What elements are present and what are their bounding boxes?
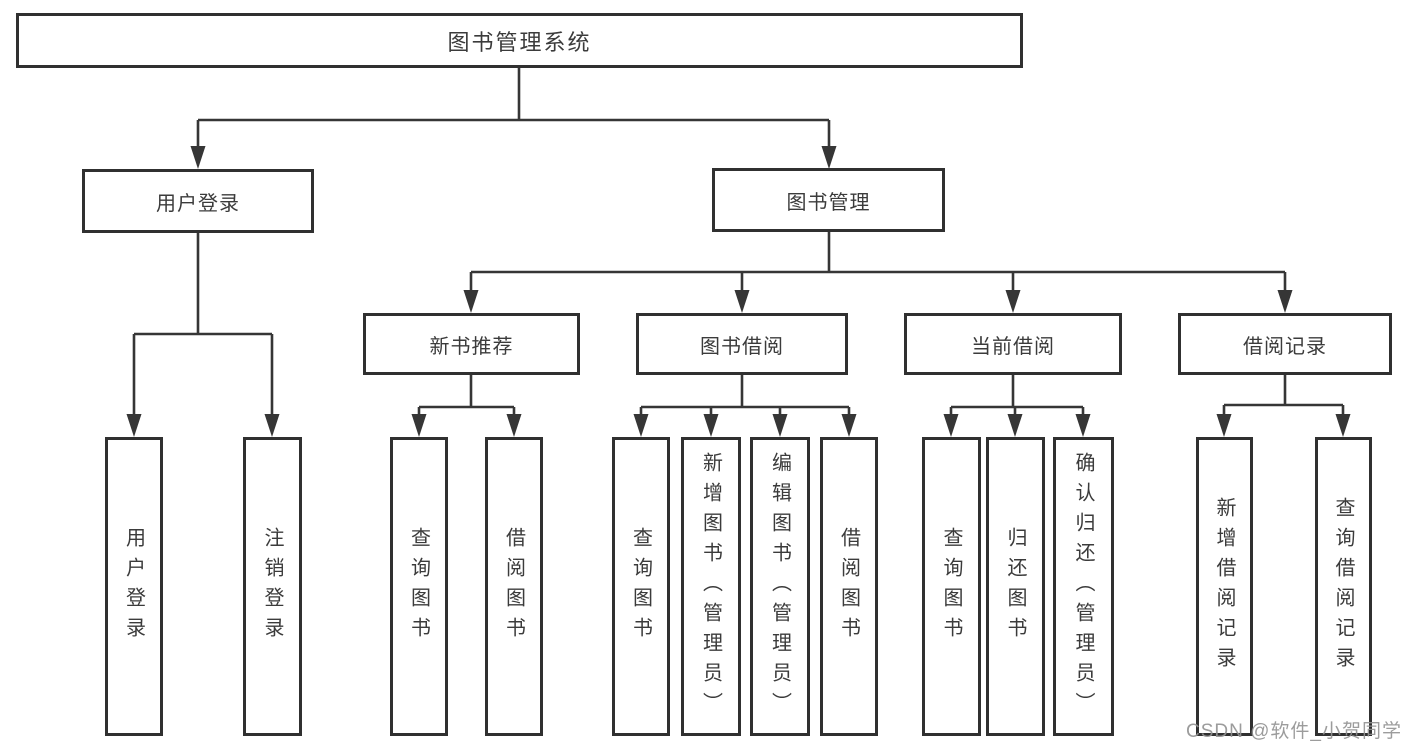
leaf-query-books-borrow: 查询图书: [612, 437, 670, 736]
leaf-edit-books-admin: 编辑图书（管理员）: [750, 437, 810, 736]
leaf-user-login: 用户登录: [105, 437, 163, 736]
leaf-borrow-books-recommend: 借阅图书: [485, 437, 543, 736]
leaf-logout: 注销登录: [243, 437, 302, 736]
leaf-label: 注销登录: [261, 526, 283, 647]
leaf-label: 确认归还（管理员）: [1072, 451, 1094, 722]
leaf-query-books-current: 查询图书: [922, 437, 981, 736]
leaf-add-borrow-record: 新增借阅记录: [1196, 437, 1253, 736]
node-user-login: 用户登录: [82, 169, 314, 233]
leaf-add-books-admin: 新增图书（管理员）: [681, 437, 741, 736]
leaf-label: 新增图书（管理员）: [699, 451, 722, 722]
leaf-label: 查询图书: [940, 526, 962, 647]
node-current-borrow: 当前借阅: [904, 313, 1122, 375]
leaf-query-books-recommend: 查询图书: [390, 437, 448, 736]
node-library-management-system: 图书管理系统: [16, 13, 1023, 68]
leaf-label: 借阅图书: [837, 526, 860, 647]
leaf-label: 查询借阅记录: [1332, 496, 1354, 677]
leaf-label: 用户登录: [122, 526, 145, 647]
leaf-borrow-books: 借阅图书: [820, 437, 878, 736]
node-new-book-recommend: 新书推荐: [363, 313, 580, 375]
node-book-management: 图书管理: [712, 168, 945, 232]
node-book-borrow: 图书借阅: [636, 313, 848, 375]
leaf-label: 新增借阅记录: [1213, 496, 1235, 677]
leaf-label: 查询图书: [629, 526, 652, 647]
leaf-query-borrow-record: 查询借阅记录: [1315, 437, 1372, 736]
leaf-label: 借阅图书: [502, 526, 525, 647]
leaf-label: 查询图书: [407, 526, 430, 647]
leaf-return-books: 归还图书: [986, 437, 1045, 736]
leaf-label: 归还图书: [1004, 526, 1026, 647]
leaf-confirm-return-admin: 确认归还（管理员）: [1053, 437, 1114, 736]
leaf-label: 编辑图书（管理员）: [768, 451, 791, 722]
node-borrow-records: 借阅记录: [1178, 313, 1392, 375]
arrowheads: [126, 146, 1351, 437]
